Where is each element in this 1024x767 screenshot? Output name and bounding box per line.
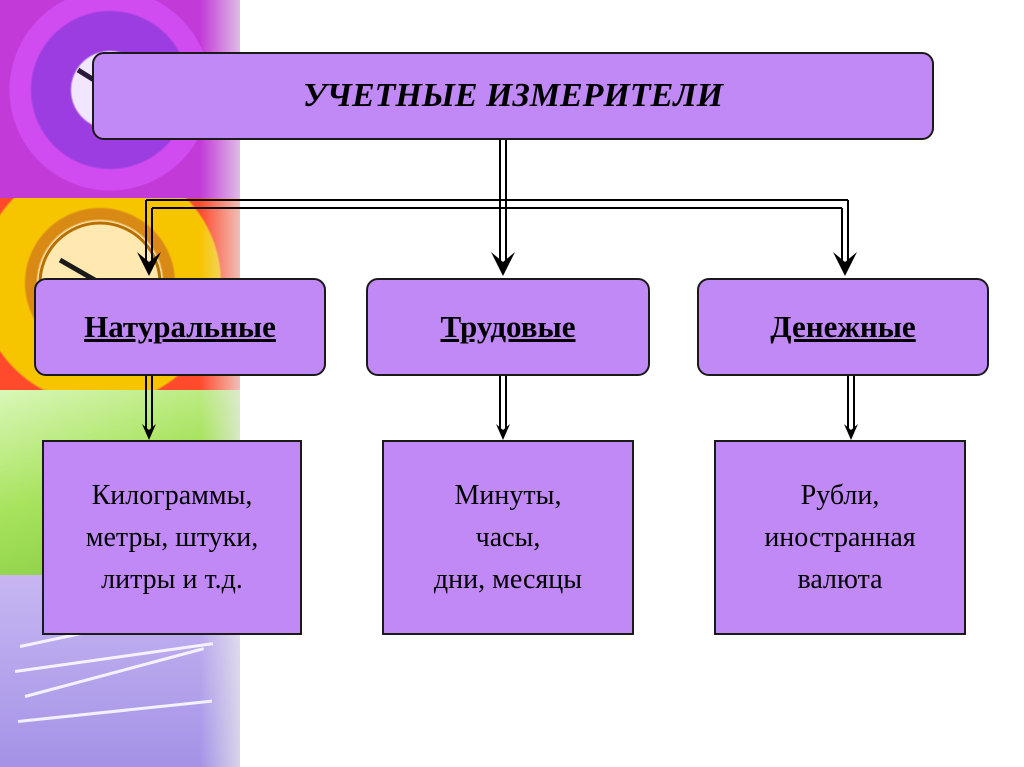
category-label-monetary: Денежные (770, 309, 916, 344)
category-box-labor: Трудовые (366, 278, 650, 376)
arrow-head-right-lower (844, 424, 858, 440)
category-box-natural: Натуральные (34, 278, 326, 376)
arrow-head-right (833, 252, 857, 276)
title-box: УЧЕТНЫЕ ИЗМЕРИТЕЛИ (92, 52, 934, 140)
category-box-monetary: Денежные (697, 278, 989, 376)
category-label-natural: Натуральные (84, 309, 276, 344)
detail-box-labor: Минуты, часы, дни, месяцы (382, 440, 634, 635)
diagram-title: УЧЕТНЫЕ ИЗМЕРИТЕЛИ (302, 77, 724, 114)
category-label-labor: Трудовые (440, 309, 576, 344)
detail-text-monetary: Рубли, иностранная валюта (764, 479, 916, 595)
arrow-head-middle (491, 252, 515, 276)
arrow-head-middle-lower (496, 424, 510, 440)
detail-text-labor: Минуты, часы, дни, месяцы (433, 479, 583, 595)
detail-text-natural: Килограммы, метры, штуки, литры и т.д. (85, 479, 259, 595)
arrow-head-left (137, 252, 161, 276)
detail-box-natural: Килограммы, метры, штуки, литры и т.д. (42, 440, 302, 635)
detail-box-monetary: Рубли, иностранная валюта (714, 440, 966, 635)
arrow-head-left-lower (142, 424, 156, 440)
